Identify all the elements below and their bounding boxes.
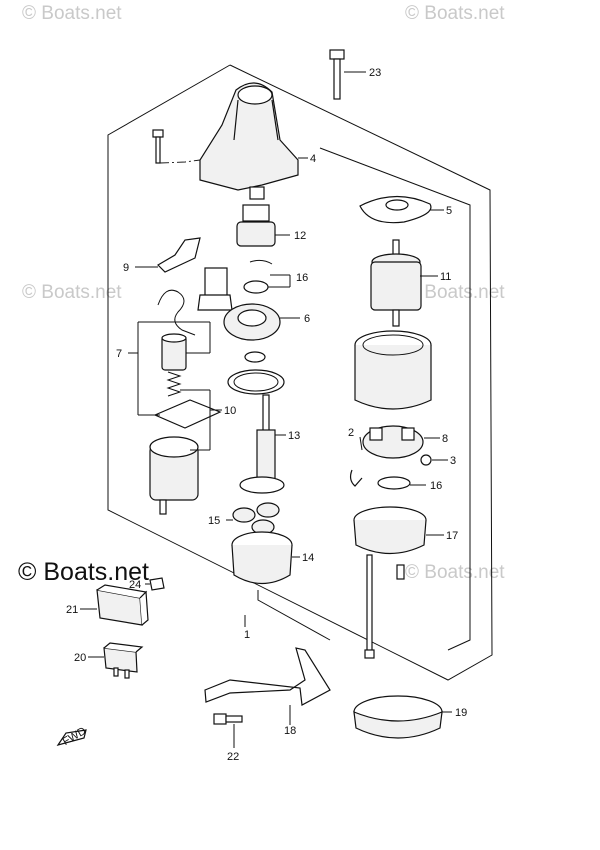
callout-16-upper: 16: [296, 272, 308, 284]
fwd-label: FWD: [61, 725, 89, 748]
inner-boundary-right: [319, 147, 471, 651]
planet-gears-15: [232, 502, 280, 535]
fwd-arrow: FWD: [56, 725, 89, 748]
plunger-block: [197, 267, 233, 311]
watermark-mid-left: © Boats.net: [22, 282, 122, 303]
nut-24: [149, 577, 165, 591]
watermark-top-right: © Boats.net: [405, 3, 505, 24]
callout-5: 5: [446, 205, 452, 217]
callout-9: 9: [123, 262, 129, 274]
callout-20: 20: [74, 652, 86, 664]
clip-16-upper: [243, 259, 273, 294]
assembly-boundary: [107, 64, 493, 681]
relay-21: [96, 584, 149, 626]
washer-5: [359, 195, 432, 224]
watermark-large: © Boats.net: [18, 558, 149, 586]
callout-18: 18: [284, 725, 296, 737]
bolt-22: [213, 713, 243, 725]
callout-24: 24: [129, 579, 141, 591]
pinion-12: [236, 186, 276, 247]
watermark-lower-right: © Boats.net: [405, 562, 505, 583]
shift-lever-9: [157, 237, 201, 273]
bolt-left-4: [152, 129, 164, 164]
callout-19: 19: [455, 707, 467, 719]
bracket-18: [204, 647, 331, 706]
callout-2: 2: [348, 427, 354, 439]
nut-3: [420, 454, 432, 466]
watermark-mid-right: © Boats.net: [405, 282, 505, 303]
callout-1: 1: [244, 629, 250, 641]
callout-11: 11: [440, 271, 451, 283]
callout-14: 14: [302, 552, 314, 564]
washer-16-lower: [377, 476, 411, 490]
callout-10: 10: [224, 405, 236, 417]
band-19: [353, 695, 443, 739]
relay-20: [103, 642, 144, 679]
ring-gear-14: [231, 531, 293, 585]
callout-numbers: 1 2 3 4 5 6 7 8 9 10 11 12 13 14 15 16 1…: [66, 67, 467, 763]
watermark-top-left: © Boats.net: [22, 3, 122, 24]
leader-4a: [159, 159, 201, 164]
callout-15: 15: [208, 515, 220, 527]
shaft-13: [239, 394, 285, 494]
motor-case: [149, 436, 199, 515]
callout-7: 7: [116, 348, 122, 360]
callout-23: 23: [369, 67, 381, 79]
plunger-7: [161, 333, 187, 397]
callout-16-lower: 16: [430, 480, 442, 492]
inner-boundary-link: [257, 590, 331, 641]
callout-12: 12: [294, 230, 306, 242]
callout-13: 13: [288, 430, 300, 442]
callout-3: 3: [450, 455, 456, 467]
end-cap-6: [223, 303, 281, 363]
bolt-23: [329, 49, 345, 100]
callout-6: 6: [304, 313, 310, 325]
end-frame-17: [353, 506, 427, 580]
callout-8: 8: [442, 433, 448, 445]
armature-11: [370, 239, 422, 327]
leader-lines: [80, 71, 452, 748]
spring-wire: [157, 289, 196, 336]
solenoid-housing-4: [199, 82, 299, 191]
callout-17: 17: [446, 530, 458, 542]
callout-4: 4: [310, 153, 316, 165]
gasket-10: [153, 369, 285, 429]
through-bolt: [364, 554, 375, 659]
brush-holder-8: [349, 425, 424, 487]
field-frame: [354, 330, 432, 410]
callout-22: 22: [227, 751, 239, 763]
callout-21: 21: [66, 604, 78, 616]
